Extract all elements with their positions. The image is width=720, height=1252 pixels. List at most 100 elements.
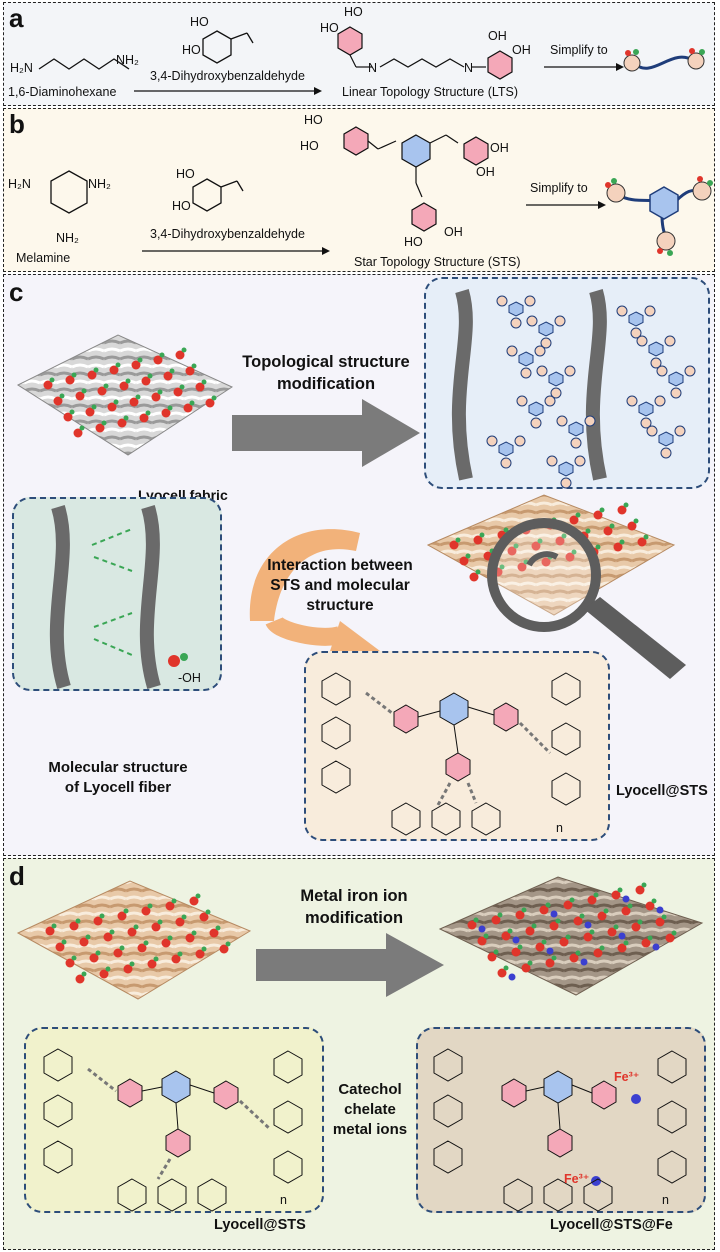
panel-label-c: c xyxy=(9,277,24,307)
hydroxyl-dot-h xyxy=(503,965,509,971)
hydroxyl-dot xyxy=(95,423,105,433)
lyocell-sts-fe-fabric xyxy=(438,876,704,996)
simplify-arrow-b xyxy=(526,201,606,209)
hydroxyl-dot xyxy=(205,398,215,408)
hydroxyl-dot xyxy=(199,912,209,922)
interaction-text-1: Interaction between xyxy=(267,557,413,574)
hydroxyl-dot-h xyxy=(93,367,99,373)
hydroxyl-dot-h xyxy=(191,930,197,936)
hydroxyl-dot xyxy=(123,964,133,974)
hydroxyl-dot xyxy=(559,937,569,947)
hydroxyl-dot xyxy=(219,944,229,954)
hydroxyl-dot xyxy=(627,521,637,531)
simplify-label-a: Simplify to xyxy=(550,43,608,57)
lyocell-sts-fe-inset-drawing xyxy=(433,1048,687,1212)
hydroxyl-dot-h xyxy=(627,903,633,909)
sts-oh-3: OH xyxy=(444,225,463,239)
hydroxyl-dot-h xyxy=(145,410,151,416)
hydroxyl-dot-h xyxy=(599,507,605,513)
panel-label-a: a xyxy=(9,3,24,33)
lyocell-sts-fe-label: Lyocell@STS@Fe xyxy=(550,1217,673,1233)
iron-ion-dot xyxy=(622,895,630,903)
sts-node xyxy=(538,321,554,337)
lts-structure xyxy=(337,26,513,80)
hydroxyl-dot-h xyxy=(95,950,101,956)
sts-arm-node xyxy=(520,367,532,379)
sts-arm-node xyxy=(556,415,568,427)
hydroxyl-dot-h xyxy=(541,939,547,945)
iron-ion-dot xyxy=(478,925,486,933)
hydroxyl-dot-h xyxy=(99,913,105,919)
hydroxyl-dot-h xyxy=(71,372,77,378)
interaction-text-3: structure xyxy=(306,597,374,614)
hydroxyl-dot-h xyxy=(169,368,175,374)
hydroxyl-dot xyxy=(517,562,527,572)
aldehyde-b-ho-2: HO xyxy=(172,199,191,213)
hydroxyl-dot-h xyxy=(633,518,639,524)
hydroxyl-dot xyxy=(75,391,85,401)
molecular-caption-1: Molecular structure xyxy=(48,759,188,776)
sts-node xyxy=(668,371,684,387)
sts-simplified xyxy=(605,176,713,256)
hydroxyl-dot-h xyxy=(517,944,523,950)
hydroxyl-dot-h xyxy=(643,534,649,540)
lyocell-sts-inset-d: n xyxy=(24,1027,324,1213)
hydroxyl-dot-h xyxy=(473,917,479,923)
hydroxyl-dot-h xyxy=(589,929,595,935)
hydroxyl-dot xyxy=(477,936,487,946)
hydroxyl-dot xyxy=(185,366,195,376)
hydroxyl-dot-h xyxy=(513,543,519,549)
hydroxyl-dot xyxy=(637,537,647,547)
hydroxyl-dot xyxy=(641,938,651,948)
hydroxyl-dot-h xyxy=(135,394,141,400)
hydroxyl-dot xyxy=(117,418,127,428)
hydroxyl-dot xyxy=(119,381,129,391)
sts-name: Star Topology Structure (STS) xyxy=(354,255,521,269)
hydroxyl-dot xyxy=(665,933,675,943)
aldehyde-ho-1: HO xyxy=(190,15,209,29)
hydroxyl-dot xyxy=(65,375,75,385)
panel-label-b: b xyxy=(9,109,25,139)
hydroxyl-dot xyxy=(113,948,123,958)
hydroxyl-dot xyxy=(501,931,511,941)
molecular-structure-drawing xyxy=(49,504,188,689)
hydroxyl-dot xyxy=(85,407,95,417)
melamine-structure xyxy=(50,170,88,214)
hydroxyl-dot-h xyxy=(569,897,575,903)
lts-name: Linear Topology Structure (LTS) xyxy=(342,85,519,99)
hydroxyl-dot xyxy=(603,526,613,536)
hydroxyl-dot-h xyxy=(499,564,505,570)
hydroxyl-dot xyxy=(141,906,151,916)
hydroxyl-dot-h xyxy=(123,908,129,914)
sts-node xyxy=(558,461,574,477)
lts-oh-top: OH xyxy=(488,29,507,43)
melamine-name: Melamine xyxy=(16,251,71,265)
hydroxyl-dot-h xyxy=(637,919,643,925)
arrow-c-top-text: Topological structure xyxy=(242,353,410,371)
chelate-text-2: chelate xyxy=(344,1101,396,1118)
hydroxyl-dot-h xyxy=(119,945,125,951)
hydroxyl-dot xyxy=(195,382,205,392)
diaminohexane-nh2: NH₂ xyxy=(116,53,139,67)
sts-arm-node xyxy=(570,437,582,449)
hydroxyl-dot xyxy=(555,536,565,546)
hydroxyl-dot-h xyxy=(503,527,509,533)
sts-node xyxy=(658,431,674,447)
sts-arm-node xyxy=(506,345,518,357)
sts-arm-node xyxy=(526,315,538,327)
hydroxyl-dot-h xyxy=(51,923,57,929)
hydroxyl-dot-h xyxy=(171,898,177,904)
hydroxyl-dot-h xyxy=(81,388,87,394)
hydroxyl-dot xyxy=(631,922,641,932)
hydroxyl-dot-h xyxy=(109,929,115,935)
hydroxyl-dot xyxy=(89,953,99,963)
hydroxyl-dot-h xyxy=(75,918,81,924)
reagent-a: 3,4-Dihydroxybenzaldehyde xyxy=(150,69,305,83)
hydroxyl-dot xyxy=(541,557,551,567)
hydroxyl-dot-h xyxy=(181,914,187,920)
sts-arm-node xyxy=(496,295,508,307)
hydroxyl-dot-h xyxy=(195,893,201,899)
panel-a: a H₂N NH₂ 1,6-Diaminohexane HO HO 3,4-Di… xyxy=(3,2,715,106)
hydroxyl-dot xyxy=(645,901,655,911)
lts-n-left: N xyxy=(368,61,378,75)
